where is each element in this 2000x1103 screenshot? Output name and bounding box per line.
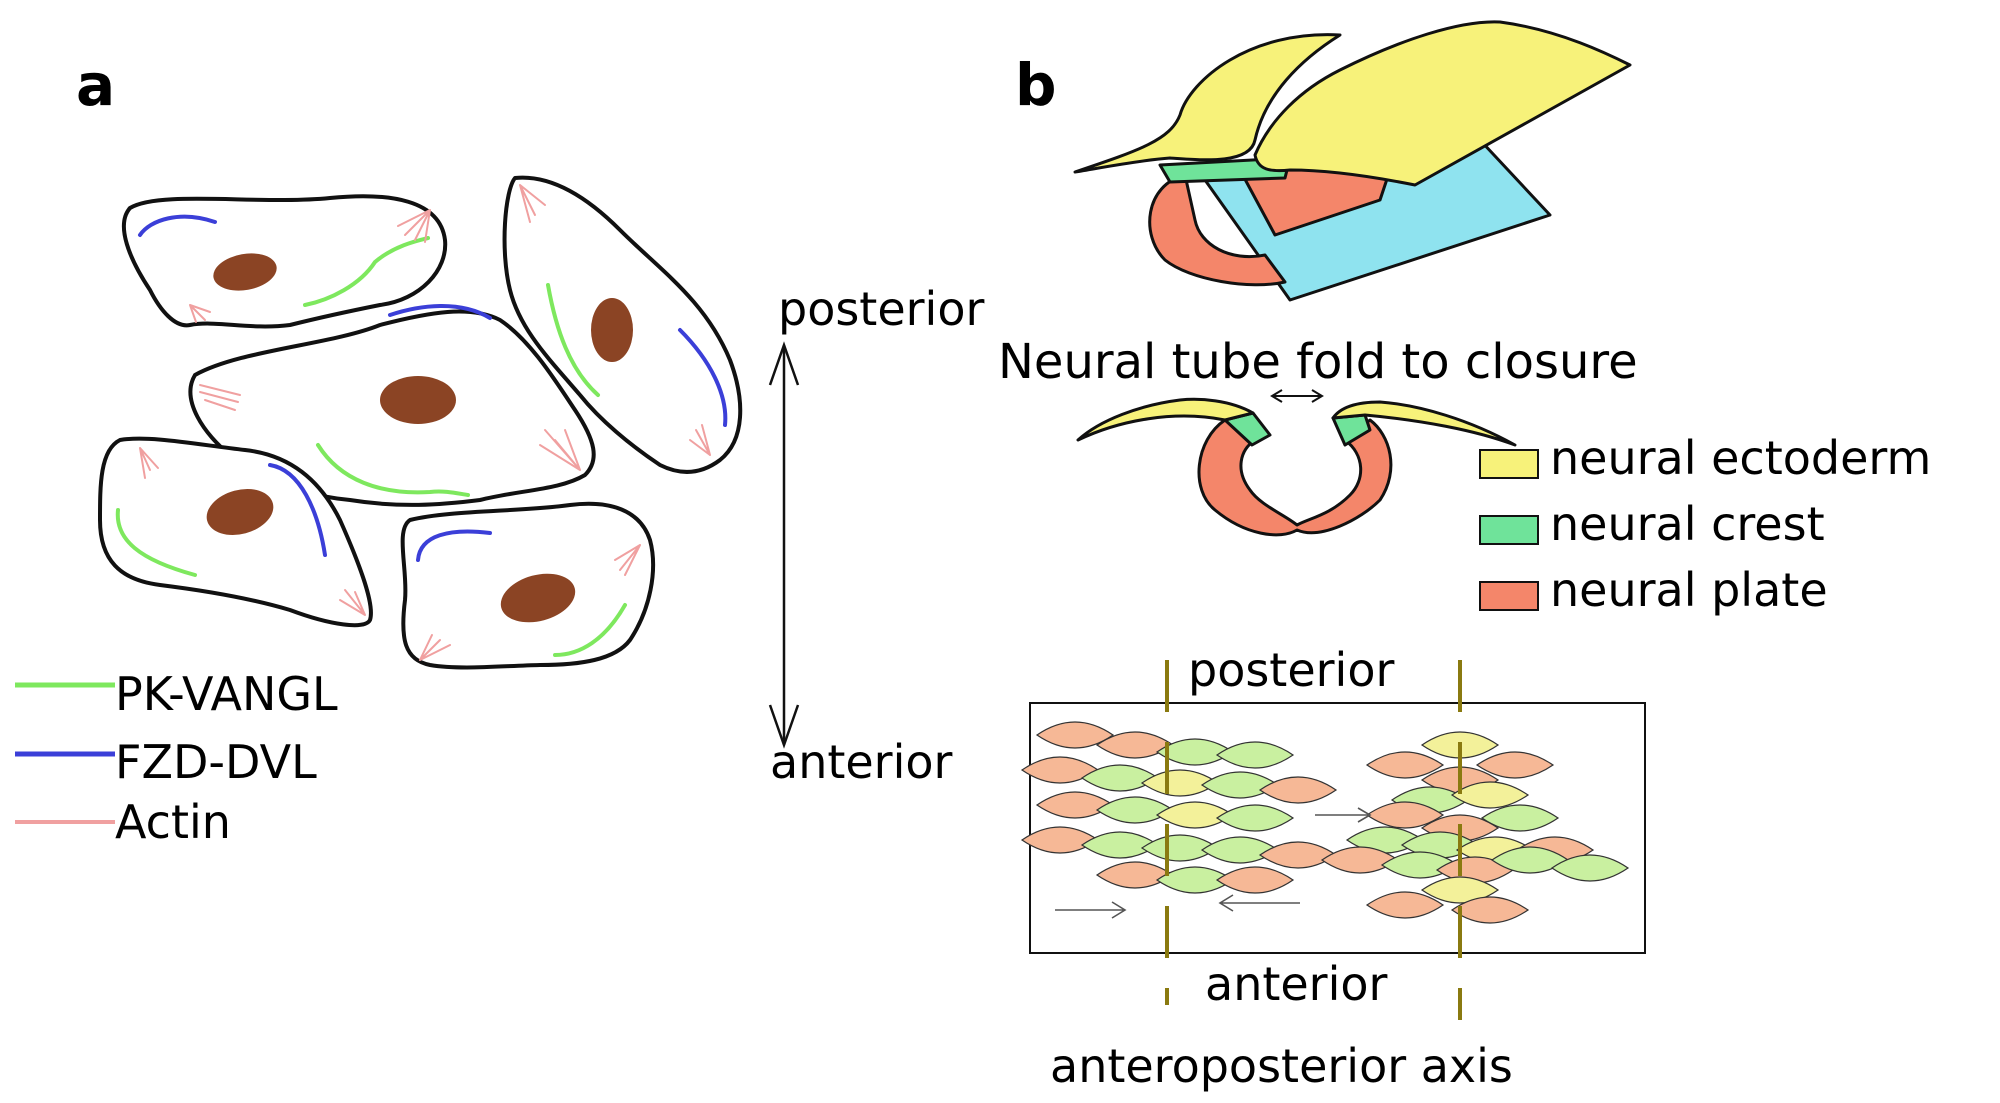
pk-vangl-mark xyxy=(553,603,627,657)
fzd-dvl-mark xyxy=(678,328,728,427)
axis-bottom-label: anterior xyxy=(770,735,953,789)
fzd-dvl-mark xyxy=(388,304,492,320)
fzd-dvl-mark xyxy=(416,529,492,562)
tissue-cell xyxy=(1035,721,1115,749)
midlines xyxy=(1165,660,1462,1020)
legend-swatch-ectoderm xyxy=(1479,449,1539,479)
arrow-right-2 xyxy=(1315,807,1372,823)
salmon-u xyxy=(1197,418,1393,537)
fzd-dvl-mark xyxy=(138,214,217,237)
neural-tube-3d xyxy=(1073,20,1632,302)
pk-vangl-mark xyxy=(115,508,197,577)
tissue-cell xyxy=(1365,891,1445,919)
nucleus xyxy=(380,376,456,424)
yellow-left-fold xyxy=(1073,33,1342,174)
tissue-cell xyxy=(1450,781,1530,809)
axis-top-label: posterior xyxy=(778,282,984,336)
salmon-tube-outer xyxy=(1148,173,1287,287)
panel-a-letter: a xyxy=(76,51,115,119)
actin-mark xyxy=(519,184,546,223)
legend-label-crest: neural crest xyxy=(1550,497,1825,551)
legend-b: neural ectoderm neural crest neural plat… xyxy=(1479,431,1931,617)
yellow-left-wing xyxy=(1076,397,1255,442)
tissue-cell xyxy=(1215,866,1295,894)
nucleus xyxy=(500,573,576,623)
pa-axis-arrow xyxy=(768,341,800,749)
tissue-cell xyxy=(1258,776,1338,804)
legend-a: PK-VANGL FZD-DVL Actin xyxy=(15,667,338,849)
actin-mark xyxy=(614,544,641,576)
legend-label-fzd-dvl: FZD-DVL xyxy=(115,735,317,789)
legend-swatch-plate xyxy=(1479,581,1539,611)
yellow-right-wing xyxy=(1331,400,1517,447)
actin-mark xyxy=(189,304,211,323)
nucleus xyxy=(213,253,277,291)
tissue-cell xyxy=(1215,804,1295,832)
legend-label-pk-vangl: PK-VANGL xyxy=(115,667,338,721)
arrowhead-up xyxy=(768,341,800,386)
fzd-dvl-mark xyxy=(268,463,327,557)
actin-marks xyxy=(139,184,711,661)
tissue-cells xyxy=(1020,721,1630,924)
tissue-cell xyxy=(1550,854,1630,882)
nucleus xyxy=(206,488,274,536)
neural-tube-cross-section xyxy=(1076,397,1517,537)
tissue-cell xyxy=(1450,896,1530,924)
extension-bottom-label: anterior xyxy=(1205,957,1388,1011)
tissue-cell xyxy=(1420,876,1500,904)
actin-mark xyxy=(397,209,431,243)
yellow-right-fold xyxy=(1253,20,1632,187)
actin-mark xyxy=(139,447,159,479)
tissue-cell xyxy=(1215,741,1295,769)
arrow-left-1 xyxy=(1218,894,1300,912)
legend-label-actin: Actin xyxy=(115,795,231,849)
closure-arrow xyxy=(1270,389,1324,403)
legend-label-plate: neural plate xyxy=(1550,563,1828,617)
arrow-right-1 xyxy=(1055,901,1127,919)
actin-mark xyxy=(419,634,451,661)
tissue-cell xyxy=(1365,751,1445,779)
legend-label-ectoderm: neural ectoderm xyxy=(1550,431,1931,485)
nucleus xyxy=(591,298,633,362)
fold-caption: Neural tube fold to closure xyxy=(998,334,1638,390)
movement-arrows xyxy=(1055,807,1372,919)
arrowhead-down xyxy=(768,704,800,749)
axis-caption: anteroposterior axis xyxy=(1050,1039,1513,1093)
panel-b-letter: b xyxy=(1015,51,1057,119)
cell-1 xyxy=(121,194,448,329)
pk-vangl-mark xyxy=(546,283,600,397)
pk-vangl-marks xyxy=(115,236,627,657)
nuclei xyxy=(206,253,633,623)
extension-top-label: posterior xyxy=(1188,643,1394,697)
pk-vangl-mark xyxy=(303,236,430,307)
tissue-cell xyxy=(1475,751,1555,779)
actin-mark xyxy=(199,384,241,411)
actin-mark xyxy=(339,589,366,616)
fzd-dvl-marks xyxy=(138,214,728,562)
actin-mark xyxy=(689,424,711,456)
pk-vangl-mark xyxy=(316,443,470,497)
tissue-cell xyxy=(1365,801,1445,829)
legend-swatch-crest xyxy=(1479,515,1539,545)
actin-mark xyxy=(539,429,581,471)
tissue-cell xyxy=(1480,804,1560,832)
